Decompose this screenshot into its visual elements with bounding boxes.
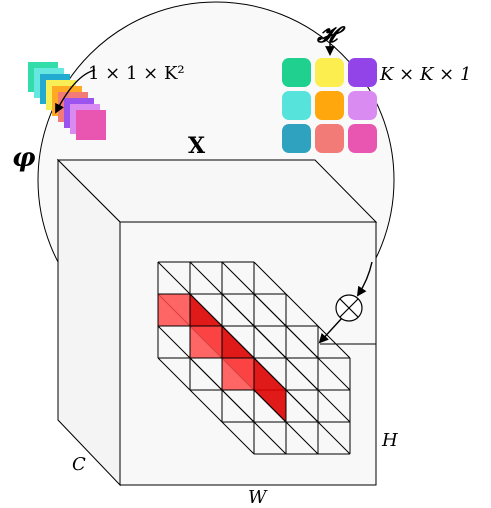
- kernel-cell: [348, 124, 377, 153]
- kernel-cell: [282, 91, 311, 120]
- arrow-into-operator: [356, 261, 373, 297]
- grid-line: [189, 357, 287, 455]
- kernel-cell: [282, 58, 311, 87]
- kernel-cell: [315, 91, 344, 120]
- label-filter-generator: φ: [12, 143, 36, 173]
- label-dim-c: C: [72, 454, 86, 475]
- highlight-cell: [189, 325, 223, 359]
- highlight-cell: [157, 293, 191, 327]
- patch-highlight: [157, 292, 287, 424]
- kernel-cell: [348, 91, 377, 120]
- kernel-cell: [315, 58, 344, 87]
- grid-line: [253, 261, 351, 359]
- label-kernel-dims: K × K × 1: [379, 64, 471, 85]
- highlight-cell: [221, 357, 255, 391]
- label-input-tensor: X: [188, 133, 206, 159]
- convolution-operator: [335, 294, 363, 322]
- label-dim-w: W: [248, 487, 268, 508]
- grid-line: [157, 357, 255, 455]
- arrow-to-patch: [318, 317, 343, 344]
- label-kernel: 𝓗: [316, 22, 346, 48]
- kernel-cell: [315, 124, 344, 153]
- stack-layer: [76, 110, 106, 140]
- label-generated-dims: 1 × 1 × K²: [88, 63, 185, 84]
- grid-line: [253, 293, 351, 391]
- highlight-side: [253, 356, 287, 424]
- kernel-cell: [348, 58, 377, 87]
- generated-filter-stack: [28, 62, 106, 140]
- label-dim-h: H: [381, 430, 398, 451]
- arrow-to-stack: [55, 69, 96, 114]
- grid-line: [253, 325, 351, 423]
- kernel-cell: [282, 124, 311, 153]
- kernel-grid: [282, 58, 377, 153]
